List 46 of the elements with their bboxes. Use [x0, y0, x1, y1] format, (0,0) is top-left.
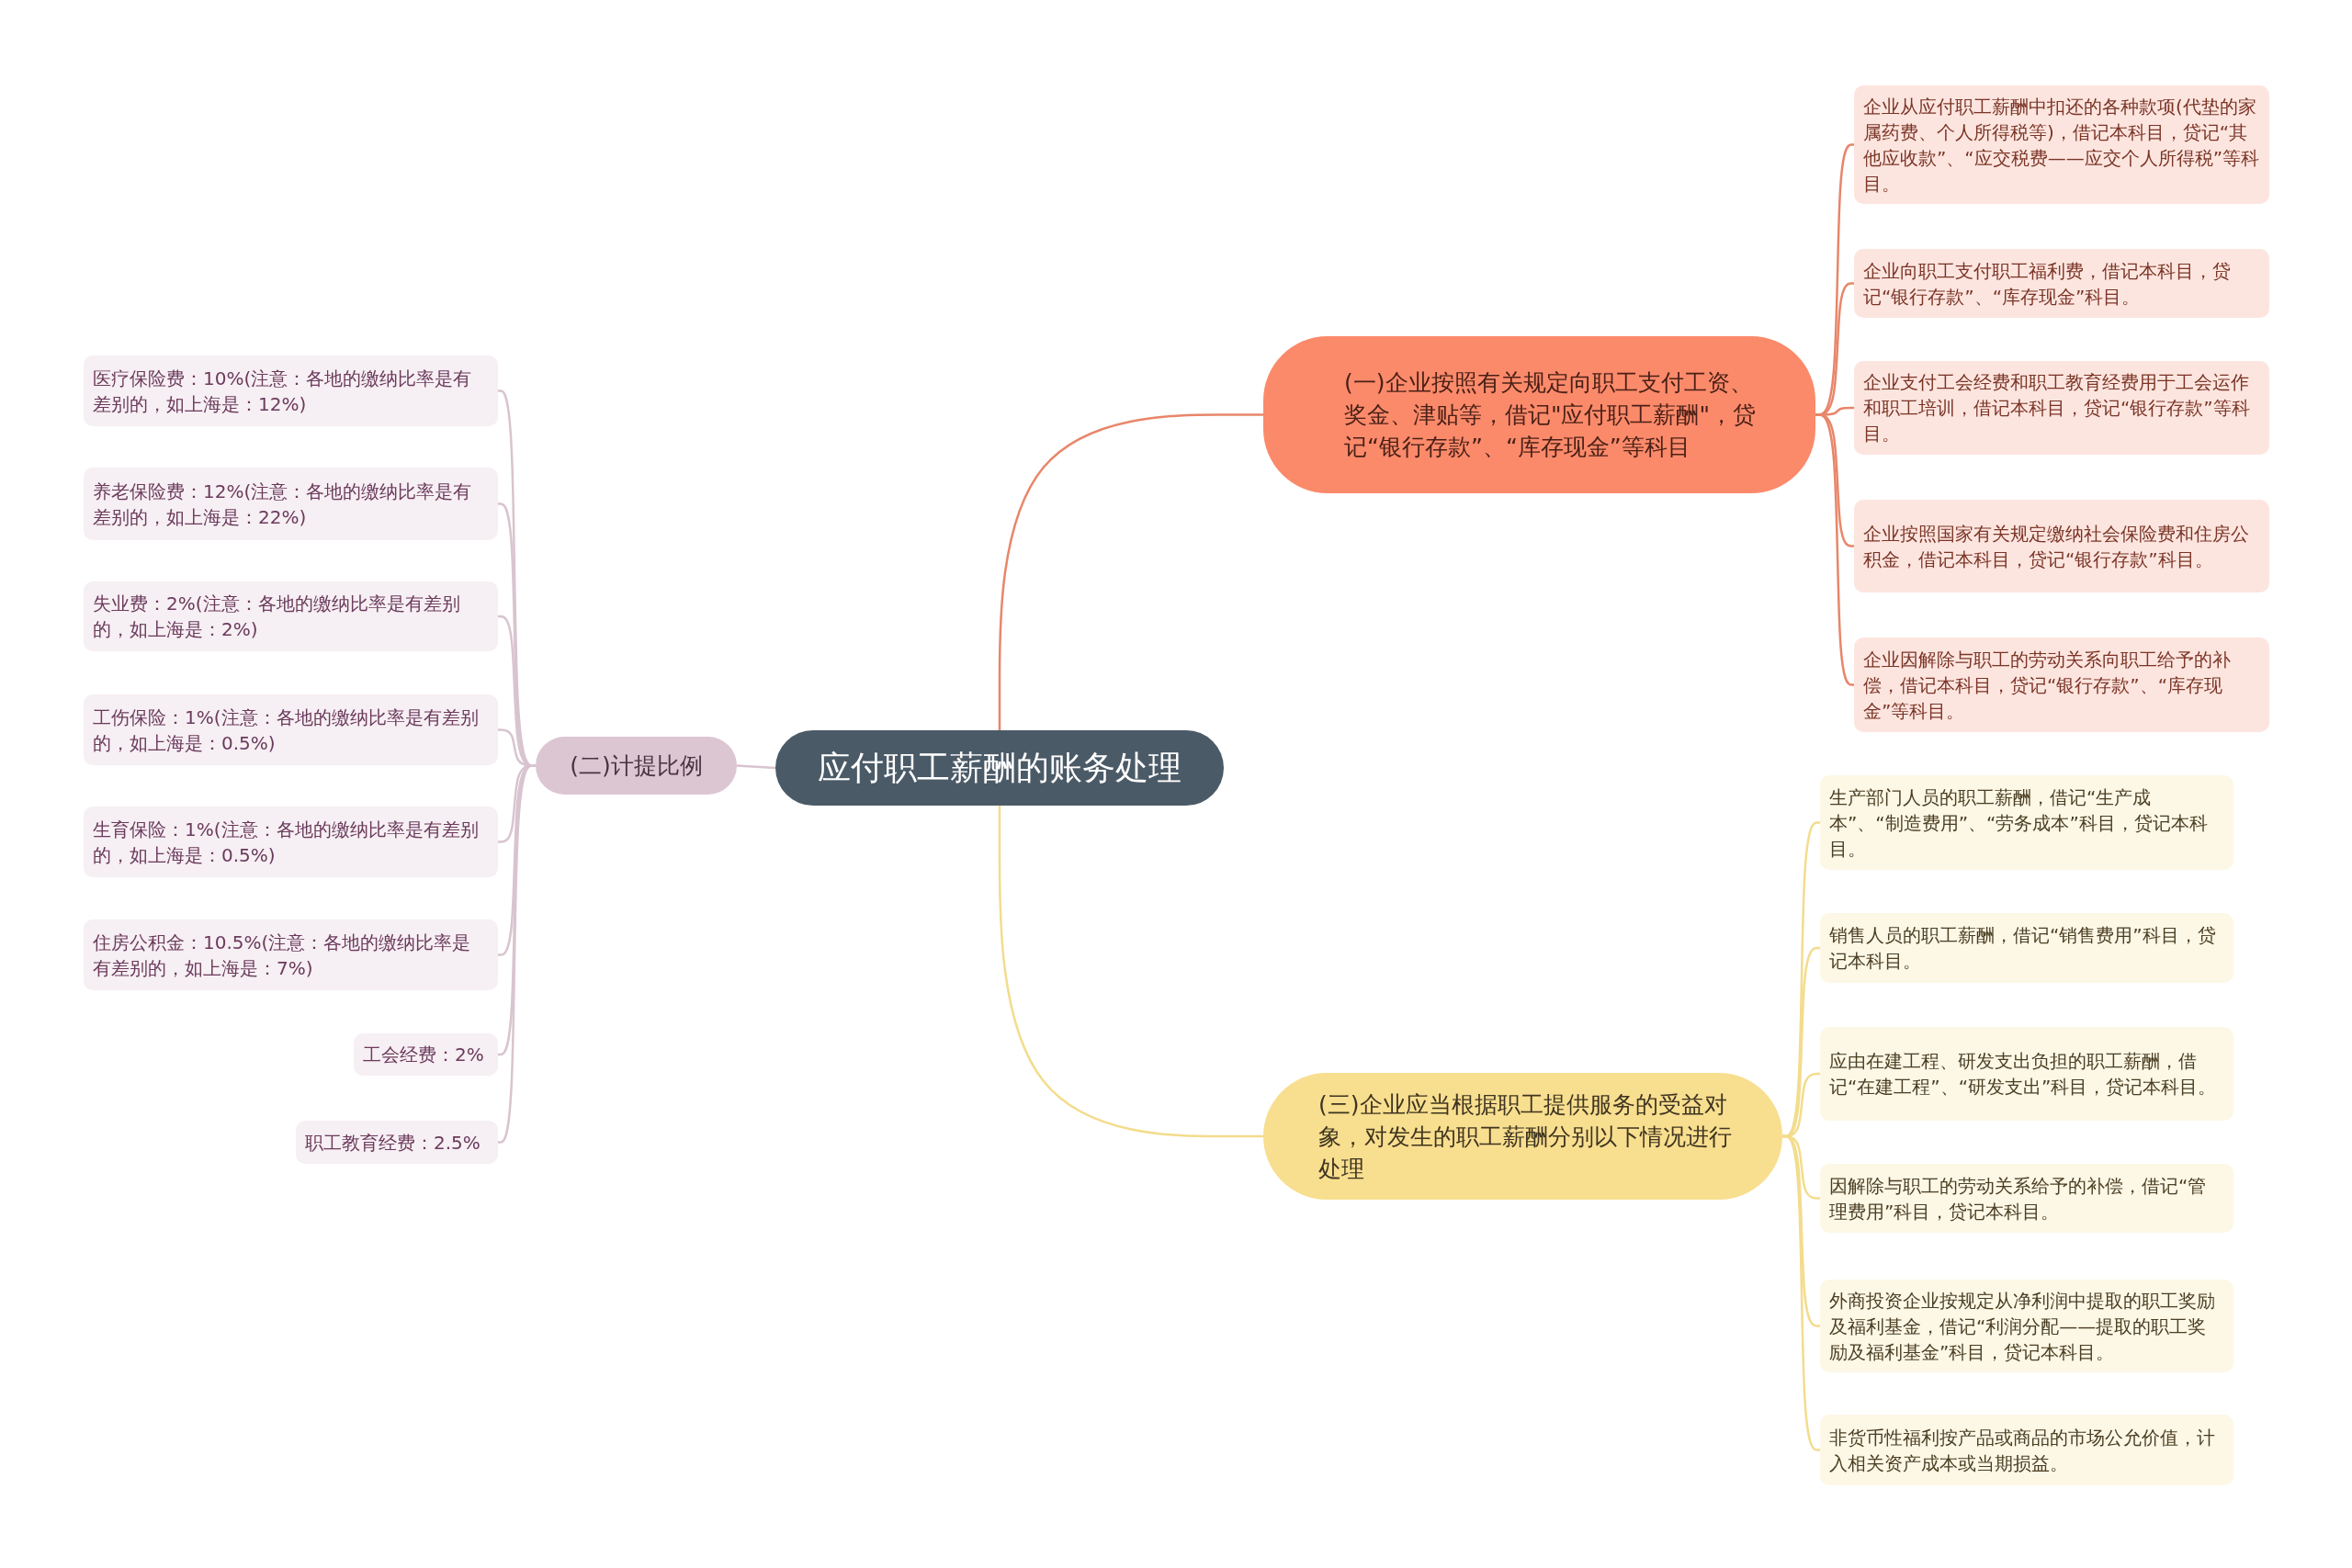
leaf-text: 非货币性福利按产品或商品的市场公允价值，计入相关资产成本或当期损益。	[1829, 1425, 2216, 1476]
leaf-text: 企业按照国家有关规定缴纳社会保险费和住房公积金，借记本科目，贷记“银行存款”科目。	[1863, 521, 2250, 572]
connector-line	[736, 764, 776, 770]
leaf-card	[1820, 1280, 2233, 1372]
leaf-text: 外商投资企业按规定从净利润中提取的职工奖励及福利基金，借记“利润分配——提取的职工奖励及福利基金”科目，贷记本科目。	[1829, 1288, 2216, 1365]
leaf-card	[84, 919, 498, 990]
leaf-text: 工会经费：2%	[363, 1043, 484, 1067]
leaf-card	[1854, 249, 2269, 318]
topic-text: (一)企业按照有关规定向职工支付工资、奖金、津贴等，借记"应付职工薪酬"，贷记“银行存款”、“库存现金”等科目	[1344, 368, 1757, 462]
leaf-text: 住房公积金：10.5%(注意：各地的缴纳比率是有差别的，如上海是：7%)	[93, 930, 472, 981]
leaf-card	[84, 694, 498, 765]
leaf-card	[84, 355, 498, 426]
leaf-card	[296, 1121, 498, 1164]
topic-title: 应付职工薪酬的账务处理	[818, 747, 1182, 788]
leaf-text: 生产部门人员的职工薪酬，借记“生产成本”、“制造费用”、“劳务成本”科目，贷记本科目。	[1829, 784, 2209, 862]
leaf-card	[1854, 500, 2269, 592]
connector-line	[998, 413, 1263, 730]
connector-line	[1782, 1134, 1820, 1451]
leaf-card	[1854, 637, 2269, 732]
leaf-card	[84, 807, 498, 877]
leaf-text: 企业因解除与职工的劳动关系向职工给予的补偿，借记本科目，贷记“银行存款”、“库存现金”等科目。	[1863, 647, 2232, 724]
leaf-text: 企业支付工会经费和职工教育经费用于工会运作和职工培训，借记本科目，贷记“银行存款”等科目。	[1863, 370, 2251, 446]
leaf-text: 应由在建工程、研发支出负担的职工薪酬，借记“在建工程”、“研发支出”科目，贷记本科目。	[1829, 1049, 2218, 1100]
leaf-card	[84, 581, 498, 651]
leaf-text: 职工教育经费：2.5%	[305, 1130, 481, 1156]
leaf-text: 医疗保险费：10%(注意：各地的缴纳比率是有差别的，如上海是：12%)	[93, 366, 473, 417]
leaf-text: 养老保险费：12%(注意：各地的缴纳比率是有差别的，如上海是：22%)	[93, 479, 473, 530]
leaf-text: 生育保险：1%(注意：各地的缴纳比率是有差别的，如上海是：0.5%)	[93, 817, 480, 868]
leaf-card	[1854, 85, 2269, 204]
leaf-text: 工伤保险：1%(注意：各地的缴纳比率是有差别的，如上海是：0.5%)	[93, 705, 480, 756]
topic-text: (二)计提比例	[570, 751, 703, 781]
leaf-text: 企业向职工支付职工福利费，借记本科目，贷记“银行存款”、“库存现金”科目。	[1863, 258, 2232, 310]
leaf-text: 失业费：2%(注意：各地的缴纳比率是有差别的，如上海是：2%)	[93, 592, 461, 642]
leaf-text: 销售人员的职工薪酬，借记“销售费用”科目，贷记本科目。	[1829, 923, 2217, 974]
leaf-card	[1820, 1415, 2233, 1485]
leaf-card	[1820, 913, 2233, 983]
leaf-text: 因解除与职工的劳动关系给予的补偿，借记“管理费用”科目，贷记本科目。	[1829, 1173, 2208, 1224]
leaf-card	[1820, 775, 2233, 870]
topic-text: (三)企业应当根据职工提供服务的受益对象，对发生的职工薪酬分别以下情况进行处理	[1318, 1089, 1733, 1184]
leaf-text: 企业从应付职工薪酬中扣还的各种款项(代垫的家属药费、个人所得税等)，借记本科目，贷记“其他应收款”、“应交税费——应交个人所得税”等科目。	[1863, 94, 2260, 197]
leaf-card	[354, 1033, 498, 1076]
leaf-card	[1854, 361, 2269, 455]
connector-line	[998, 806, 1263, 1138]
leaf-card	[84, 468, 498, 540]
leaf-card	[1820, 1164, 2233, 1233]
leaf-card	[1820, 1027, 2233, 1121]
